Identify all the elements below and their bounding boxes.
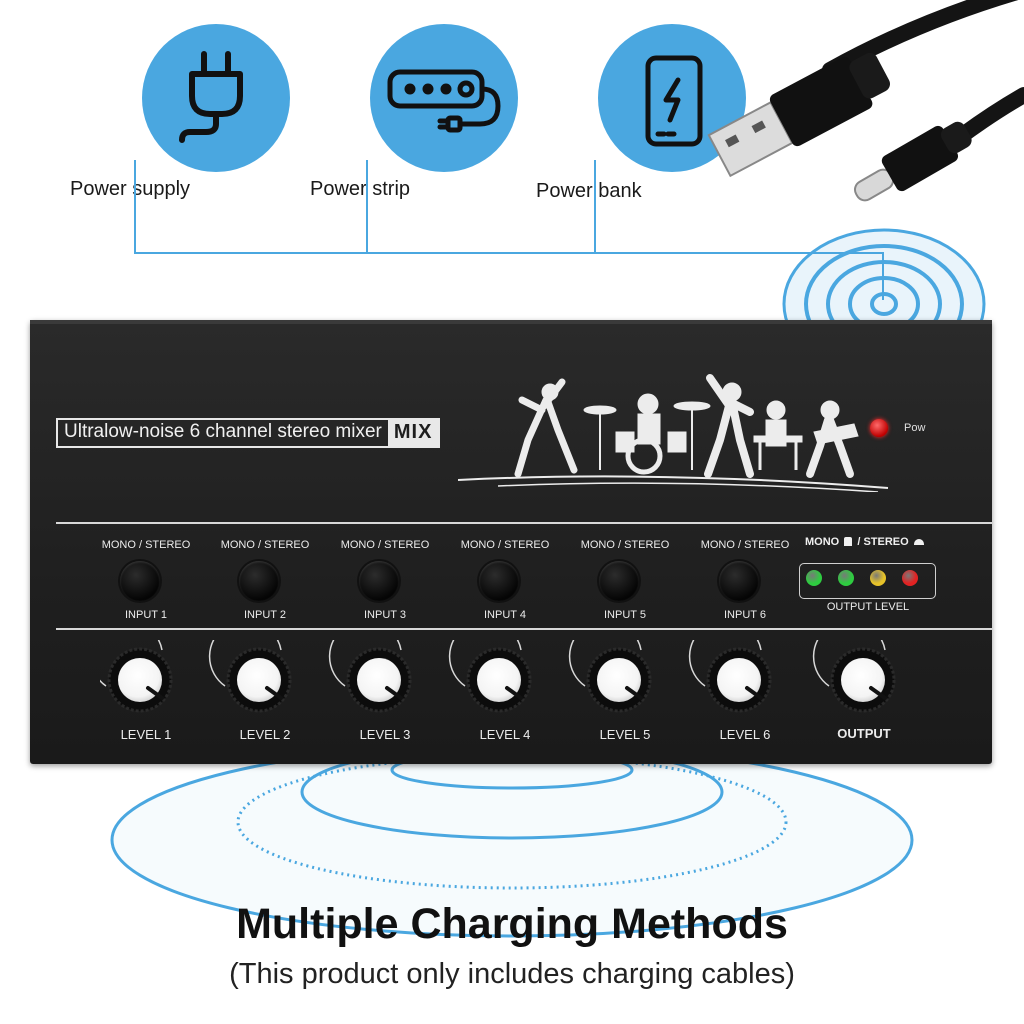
output-mode-mono: MONO xyxy=(805,536,840,548)
input-label-6: INPUT 6 xyxy=(724,609,766,621)
headline: Multiple Charging Methods xyxy=(236,900,788,948)
usb-type-c-cable-icon xyxy=(707,0,1024,202)
mono-symbol-icon xyxy=(844,537,853,546)
wire-vertical-2 xyxy=(366,160,368,254)
power-bank-icon xyxy=(598,24,746,172)
level-knob-6[interactable] xyxy=(688,640,772,713)
level-label-2: LEVEL 2 xyxy=(239,727,291,742)
subline: (This product only includes charging cab… xyxy=(229,958,795,990)
level-label-3: LEVEL 3 xyxy=(359,727,411,742)
mixer-title-box: Ultralow-noise 6 channel stereo mixer MI… xyxy=(56,418,441,448)
source-label-power-supply: Power supply xyxy=(70,178,191,200)
level-label-6: LEVEL 6 xyxy=(719,727,771,742)
mode-switch-label: MONO / STEREO xyxy=(700,539,790,551)
input-label-3: INPUT 3 xyxy=(364,609,406,621)
level-led-2 xyxy=(838,570,854,586)
level-knob-2[interactable] xyxy=(208,640,292,713)
power-label: Pow xyxy=(904,422,926,434)
mixer-title: Ultralow-noise 6 channel stereo mixer xyxy=(64,421,382,442)
mono-stereo-button-6[interactable] xyxy=(719,561,759,601)
wire-to-port xyxy=(882,252,884,300)
input-label-2: INPUT 2 xyxy=(244,609,286,621)
level-led-3 xyxy=(870,570,886,586)
output-knob-label: OUTPUT xyxy=(837,726,891,741)
mixer-top-edge xyxy=(30,320,992,324)
output-mode-stereo: / STEREO xyxy=(857,536,909,548)
level-knob-3[interactable] xyxy=(328,640,412,713)
mono-stereo-button-1[interactable] xyxy=(120,561,160,601)
power-led xyxy=(870,419,888,437)
panel-divider-top xyxy=(56,522,992,524)
power-strip-icon xyxy=(370,24,518,172)
plug-icon xyxy=(142,24,290,172)
level-label-1: LEVEL 1 xyxy=(120,727,172,742)
level-label-5: LEVEL 5 xyxy=(599,727,651,742)
mono-stereo-button-4[interactable] xyxy=(479,561,519,601)
stereo-symbol-icon xyxy=(913,539,924,545)
knob-row xyxy=(100,640,896,713)
panel-divider-middle xyxy=(56,628,992,630)
mix-badge: MIX xyxy=(387,420,439,446)
level-led-4 xyxy=(902,570,918,586)
mode-switch-label: MONO / STEREO xyxy=(460,539,550,551)
wire-vertical-3 xyxy=(594,160,596,254)
input-label-4: INPUT 4 xyxy=(484,609,526,621)
output-level-meter xyxy=(799,563,936,599)
source-label-power-bank: Power bank xyxy=(536,180,642,202)
mono-stereo-button-5[interactable] xyxy=(599,561,639,601)
level-label-4: LEVEL 4 xyxy=(479,727,531,742)
wire-vertical-1 xyxy=(134,160,136,254)
wire-horizontal xyxy=(134,252,884,254)
level-knob-5[interactable] xyxy=(568,640,652,713)
mode-switch-label: MONO / STEREO xyxy=(580,539,670,551)
output-level-label: OUTPUT LEVEL xyxy=(826,601,910,613)
input-label-1: INPUT 1 xyxy=(125,609,167,621)
mode-switch-label: MONO / STEREO xyxy=(340,539,430,551)
mono-stereo-button-3[interactable] xyxy=(359,561,399,601)
output-mode-label: MONO / STEREO xyxy=(805,536,924,548)
input-label-5: INPUT 5 xyxy=(604,609,646,621)
mode-switch-label: MONO / STEREO xyxy=(220,539,310,551)
mono-stereo-button-2[interactable] xyxy=(239,561,279,601)
source-label-power-strip: Power strip xyxy=(310,178,411,200)
level-knob-1[interactable] xyxy=(100,640,173,713)
output-knob[interactable] xyxy=(812,640,896,713)
level-knob-4[interactable] xyxy=(448,640,532,713)
level-led-1 xyxy=(806,570,822,586)
band-silhouette-icon xyxy=(458,374,889,492)
mode-switch-label: MONO / STEREO xyxy=(101,539,191,551)
